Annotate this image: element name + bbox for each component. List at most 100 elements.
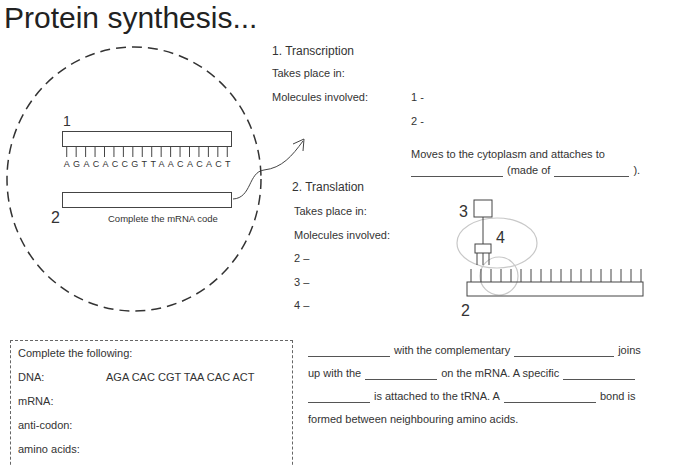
mrna-tick xyxy=(531,269,532,282)
sentence-text: joins xyxy=(618,344,641,357)
sentence-text: (made of xyxy=(507,164,550,177)
answer-blank xyxy=(308,345,390,357)
sentence-row: formed between neighbouring amino acids. xyxy=(308,413,518,426)
mrna-tick xyxy=(551,269,552,282)
sentence-text: up with the xyxy=(308,367,361,380)
list-number: 2 - xyxy=(411,115,424,128)
prompt-text: Takes place in: xyxy=(294,205,367,218)
dna-tick xyxy=(217,147,218,157)
dashed-ellipse xyxy=(7,47,261,311)
mrna-tick xyxy=(621,269,622,282)
callout-number: 4 xyxy=(495,228,506,247)
dna-sequence: AGACACCGTTAACACACT xyxy=(64,159,234,170)
dna-tick xyxy=(123,147,124,157)
mrna-tick xyxy=(591,269,592,282)
callout-number: 1 xyxy=(63,113,71,130)
mrna-tick xyxy=(511,269,512,282)
row-label: mRNA: xyxy=(18,395,53,408)
sentence-text: formed between neighbouring amino acids. xyxy=(308,413,518,426)
section-heading: 2. Translation xyxy=(292,180,364,194)
sentence-text: bond is xyxy=(600,390,635,403)
dna-tick xyxy=(189,147,190,157)
answer-blank xyxy=(411,165,503,177)
sentence-row: (made of). xyxy=(411,164,640,177)
dna-tick xyxy=(198,147,199,157)
dna-tick xyxy=(85,147,86,157)
sentence-text: ). xyxy=(633,164,640,177)
page-title: Protein synthesis... xyxy=(4,0,257,36)
mrna-tick xyxy=(491,269,492,282)
row-label: anti-codon: xyxy=(18,419,72,432)
dna-tick xyxy=(151,147,152,157)
prompt-text: Molecules involved: xyxy=(272,91,368,104)
sentence-text: on the mRNA. A specific xyxy=(441,367,559,380)
mrna-tick xyxy=(481,269,482,282)
dna-tick xyxy=(142,147,143,157)
mrna-tick xyxy=(501,269,502,282)
dna-tick xyxy=(104,147,105,157)
list-number: 4 – xyxy=(294,299,309,312)
answer-blank xyxy=(308,391,370,403)
dna-strand: 1AGACACCGTTAACACACT xyxy=(62,131,232,147)
sentence-row: is attached to the tRNA. A bond is xyxy=(308,390,635,403)
mrna-tick xyxy=(471,269,472,282)
dna-ticks xyxy=(67,147,228,157)
callout-number: 3 xyxy=(458,202,469,221)
mrna-tick xyxy=(581,269,582,282)
prompt-text: Takes place in: xyxy=(272,67,345,80)
mrna-tick xyxy=(631,269,632,282)
section-heading: 1. Transcription xyxy=(272,44,354,58)
sentence-text: with the complementary xyxy=(394,344,510,357)
sentence-row: with the complementary joins xyxy=(308,344,641,357)
sentence-row: up with the on the mRNA. A specific xyxy=(308,367,635,380)
dna-tick xyxy=(66,147,67,157)
row-label: amino acids: xyxy=(18,443,80,456)
answer-blank xyxy=(554,165,629,177)
dna-tick xyxy=(227,147,228,157)
box-heading: Complete the following: xyxy=(18,347,132,360)
mrna-tick xyxy=(611,269,612,282)
mrna-ticks xyxy=(471,269,641,282)
dna-tick xyxy=(161,147,162,157)
answer-blank xyxy=(563,368,635,380)
answer-blank xyxy=(514,345,614,357)
arrow-head xyxy=(293,139,304,151)
mrna-tick xyxy=(571,269,572,282)
list-number: 1 - xyxy=(411,91,424,104)
answer-blank xyxy=(504,391,596,403)
mrna-tick xyxy=(641,269,642,282)
mrna-tick xyxy=(601,269,602,282)
callout-number: 2 xyxy=(51,208,60,227)
anticodon-prongs xyxy=(477,253,489,265)
mrna-tick xyxy=(561,269,562,282)
dna-tick xyxy=(180,147,181,157)
dna-tick xyxy=(132,147,133,157)
dna-tick xyxy=(76,147,77,157)
dna-tick xyxy=(95,147,96,157)
sentence-text: is attached to the tRNA. A xyxy=(374,390,500,403)
dna-tick xyxy=(113,147,114,157)
callout-number: 2 xyxy=(460,301,471,320)
prompt-text: Moves to the cytoplasm and attaches to xyxy=(411,148,605,161)
amino-acid-square xyxy=(474,200,492,217)
trna-stem xyxy=(483,217,484,244)
list-number: 3 – xyxy=(294,276,309,289)
dna-sequence: AGA CAC CGT TAA CAC ACT xyxy=(106,371,255,384)
dna-tick xyxy=(208,147,209,157)
answer-blank xyxy=(365,368,437,380)
trna-anticodon xyxy=(475,244,491,253)
circle-outline xyxy=(5,45,263,313)
row-label: DNA: xyxy=(18,371,44,384)
mrna-tick xyxy=(521,269,522,282)
list-number: 2 – xyxy=(294,252,309,265)
mrna-tick xyxy=(541,269,542,282)
ribosome-mrna-strand xyxy=(467,282,643,296)
mrna-strand: 2 xyxy=(62,192,232,208)
dna-tick xyxy=(170,147,171,157)
dashed-box: Complete the following: DNA: AGA CAC CGT T… xyxy=(10,340,293,465)
instruction-text: Complete the mRNA code xyxy=(108,213,218,224)
prompt-text: Molecules involved: xyxy=(294,229,390,242)
ribosome-large-subunit xyxy=(457,218,537,268)
dashed-circle: Complete the mRNA code1AGACACCGTTAACACAC… xyxy=(5,45,263,313)
